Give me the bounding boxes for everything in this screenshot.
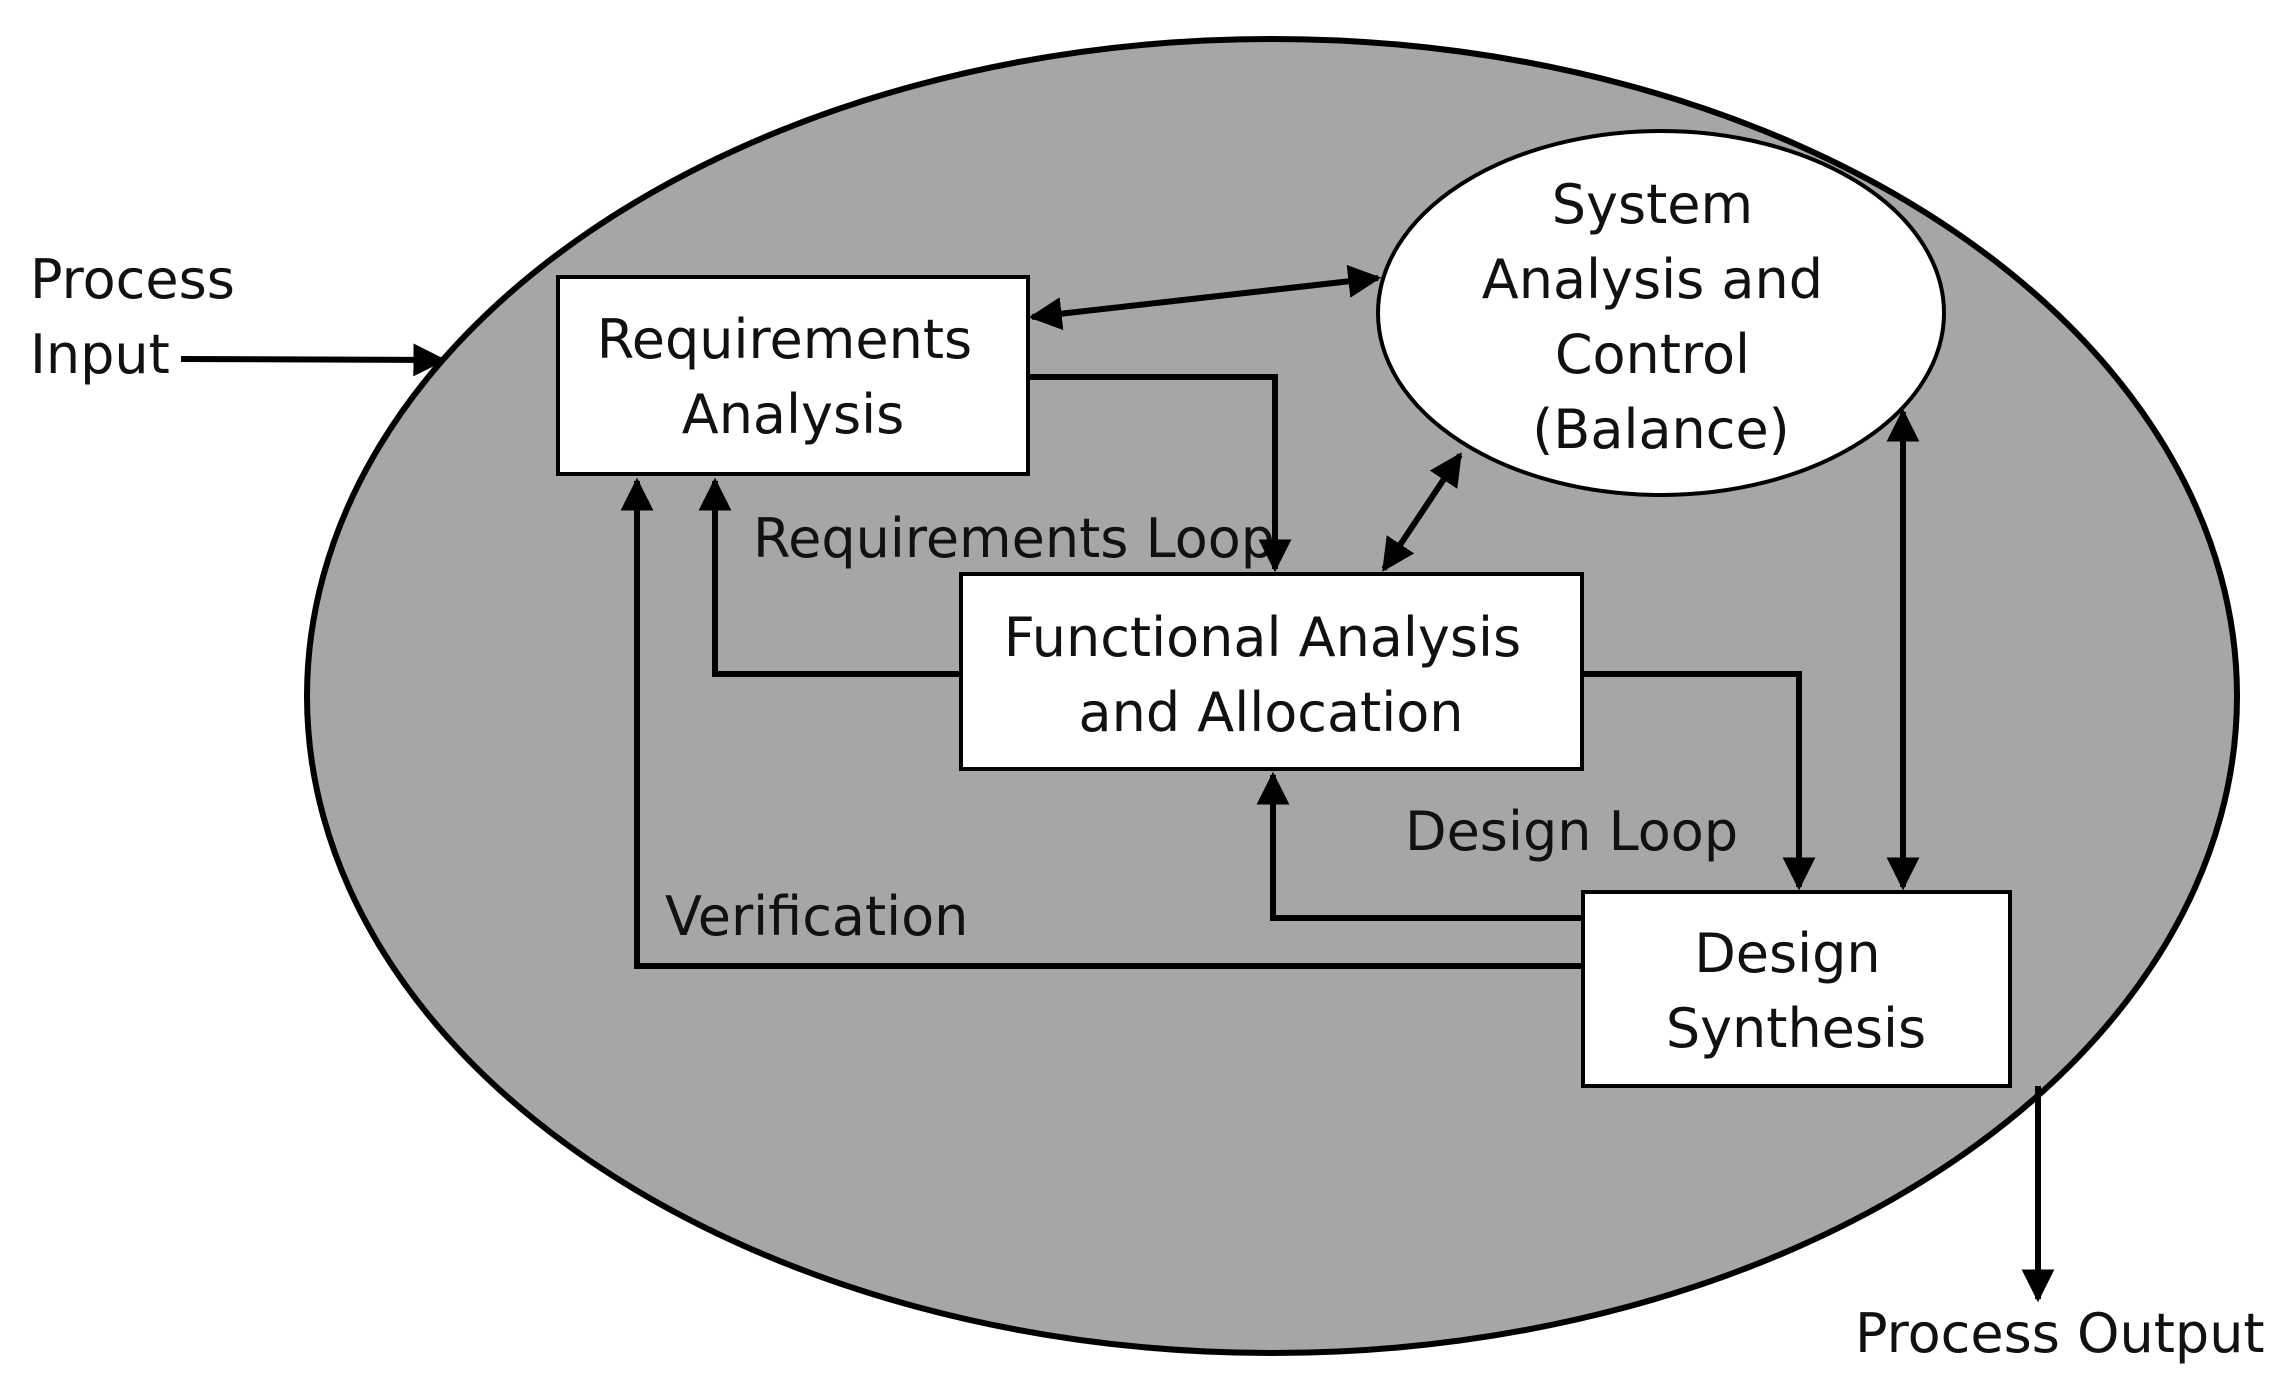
functional-to-design-arrow bbox=[1582, 671, 1816, 891]
svg-text:Requirements Analysis: Requirements Analysis bbox=[597, 308, 990, 446]
svg-text:System Analysis and: System Analysis and Control (Balance) bbox=[1482, 173, 1840, 461]
functional-system-analysis-arrow bbox=[1381, 452, 1463, 572]
design-synthesis-line-2: Synthesis bbox=[1666, 997, 1926, 1060]
requirements-to-functional-arrow bbox=[1028, 374, 1292, 573]
process-input-arrow bbox=[180, 343, 447, 377]
functional-analysis-node[interactable]: Functional Analysis and Allocation bbox=[959, 572, 1584, 771]
svg-text:Design Synthesis: Design Synthesis bbox=[1666, 922, 1926, 1060]
functional-analysis-line-1: Functional Analysis bbox=[1004, 606, 1521, 669]
requirements-loop-label: Requirements Loop bbox=[753, 507, 1275, 570]
process-input-label: Process Input bbox=[30, 248, 252, 386]
svg-text:Functional Analysis and: Functional Analysis and Allocation bbox=[1004, 606, 1539, 744]
system-analysis-line-1: System bbox=[1552, 173, 1753, 236]
requirements-analysis-line-1: Requirements bbox=[597, 308, 972, 371]
requirements-system-analysis-arrow bbox=[1028, 264, 1382, 331]
requirements-analysis-node[interactable]: Requirements Analysis bbox=[556, 275, 1030, 476]
verification-label: Verification bbox=[665, 885, 968, 948]
system-analysis-line-3: Control bbox=[1555, 323, 1750, 386]
process-output-label: Process Output bbox=[1855, 1302, 2265, 1365]
verification-arrow bbox=[620, 477, 1583, 969]
design-loop-arrow bbox=[1256, 771, 1583, 921]
process-input-line-1: Process bbox=[30, 248, 235, 311]
system-analysis-control-node[interactable]: System Analysis and Control (Balance) bbox=[1376, 129, 1946, 497]
requirements-loop-arrow bbox=[698, 477, 961, 677]
system-analysis-line-4: (Balance) bbox=[1532, 398, 1790, 461]
design-synthesis-line-1: Design bbox=[1694, 922, 1880, 985]
design-synthesis-node[interactable]: Design Synthesis bbox=[1581, 890, 2012, 1088]
process-input-line-2: Input bbox=[30, 323, 170, 386]
system-analysis-line-2: Analysis and bbox=[1482, 248, 1823, 311]
requirements-analysis-line-2: Analysis bbox=[682, 383, 905, 446]
functional-analysis-line-2: and Allocation bbox=[1079, 681, 1464, 744]
design-loop-label: Design Loop bbox=[1405, 800, 1738, 863]
